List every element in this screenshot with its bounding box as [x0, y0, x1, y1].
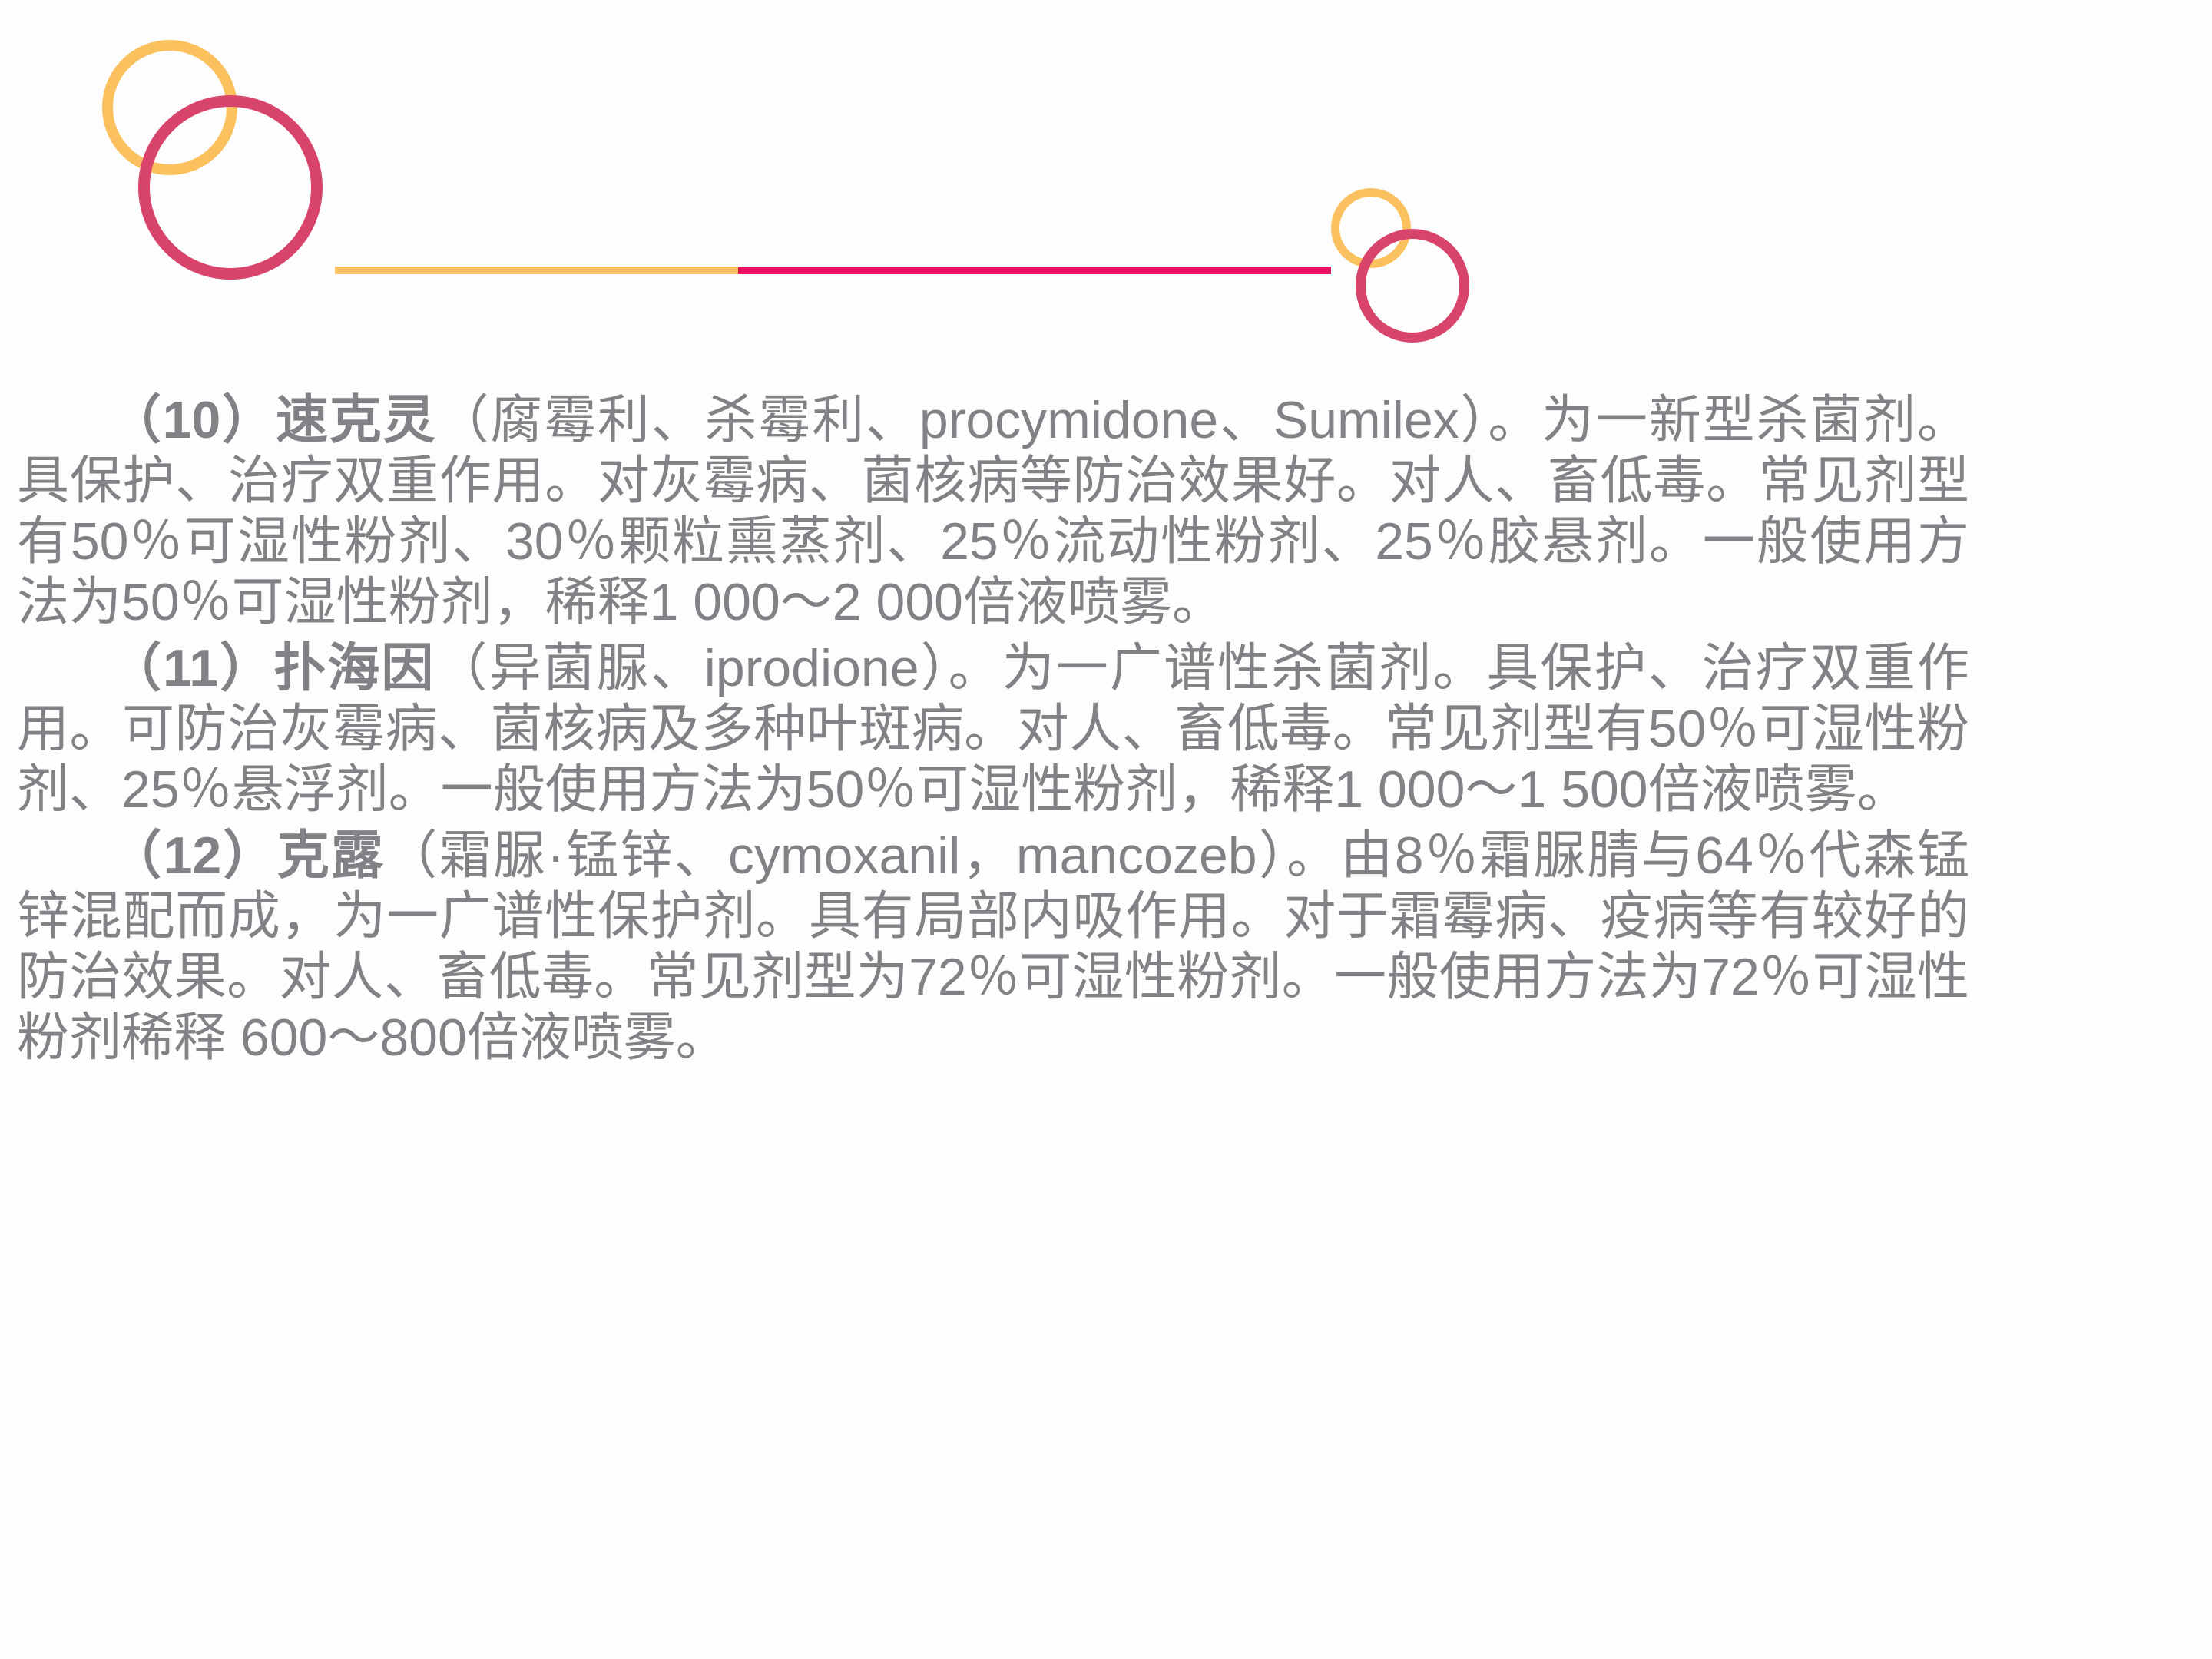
left-yellow-ring-icon	[102, 40, 237, 175]
paragraph-10-body: （腐霉利、杀霉利、procymidone、Sumilex）。为一新型杀菌剂。具保…	[17, 391, 1969, 631]
paragraph-11-body: （异菌脲、iprodione）。为一广谱性杀菌剂。具保护、治疗双重作用。可防治灰…	[17, 639, 1969, 819]
paragraph-11: （11）扑海因（异菌脲、iprodione）。为一广谱性杀菌剂。具保护、治疗双重…	[17, 638, 1969, 820]
paragraph-12-number: （12）	[108, 826, 277, 885]
header-ornament	[0, 0, 2212, 361]
paragraph-10-number: （10）	[108, 391, 276, 449]
paragraph-11-number: （11）	[108, 639, 274, 697]
paragraph-12: （12）克露（霜脲·锰锌、cymoxanil，mancozeb）。由8％霜脲腈与…	[17, 826, 1969, 1068]
body-content: （10）速克灵（腐霉利、杀霉利、procymidone、Sumilex）。为一新…	[17, 390, 1969, 1074]
divider-rule-yellow-segment	[335, 267, 738, 274]
divider-rule-pink-segment	[738, 267, 1331, 274]
paragraph-12-body: （霜脲·锰锌、cymoxanil，mancozeb）。由8％霜脲腈与64％代森锰…	[17, 826, 1970, 1067]
paragraph-12-name: 克露	[276, 826, 386, 885]
paragraph-11-name: 扑海因	[273, 639, 435, 697]
right-pink-ring-icon	[1356, 229, 1469, 343]
paragraph-10: （10）速克灵（腐霉利、杀霉利、procymidone、Sumilex）。为一新…	[17, 390, 1969, 633]
right-yellow-ring-icon	[1331, 188, 1411, 268]
left-pink-ring-icon	[138, 95, 323, 280]
paragraph-10-name: 速克灵	[275, 391, 437, 449]
